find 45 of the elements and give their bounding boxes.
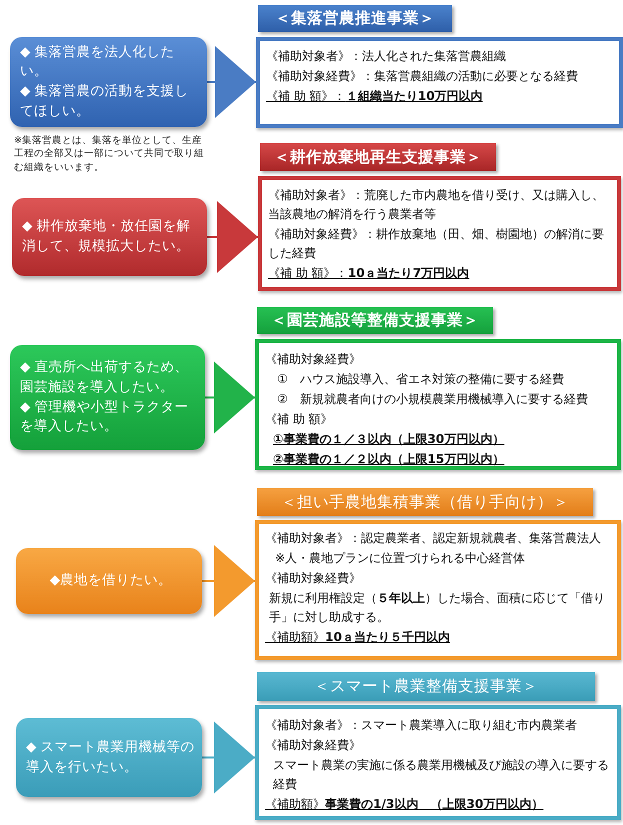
request-text: ◆ 集落営農を法人化したい。	[20, 42, 176, 82]
chevron-arrow	[202, 545, 255, 617]
footnote-text: ※集落営農とは、集落を単位として、生産工程の全部又は一部について共同で取り組む組織をいいます。	[14, 134, 204, 174]
program-detail-box	[256, 37, 623, 128]
program-title-banner: ＜耕作放棄地再生支援事業＞	[260, 143, 496, 171]
detail-text: ※人・農地プランに位置づけられる中心経営体	[274, 550, 526, 567]
program-title-banner: ＜集落営農推進事業＞	[258, 5, 452, 32]
detail-text: 《補助対象経費》：集落営農組織の活動に必要となる経費	[266, 68, 579, 85]
request-box	[16, 548, 202, 614]
request-text: ◆ 集落営農の活動を支援してほしい。	[20, 82, 190, 121]
detail-text: 《補助対象者》：荒廃した市内農地を借り受け、又は購入し、当該農地の解消を行う農業者等	[268, 187, 605, 223]
request-text: ◆ 管理機や小型トラクターを導入したい。	[20, 398, 190, 436]
request-box	[12, 198, 207, 276]
request-box	[10, 37, 207, 127]
program-title-banner: ＜担い手農地集積事業（借り手向け）＞	[257, 488, 593, 516]
program-detail-box	[255, 339, 621, 470]
detail-text: 《補助対象者》：認定農業者、認定新規就農者、集落営農法人	[265, 530, 602, 547]
request-box	[10, 345, 205, 450]
detail-text: スマート農業の実施に係る農業用機械及び施設の導入に要する経費	[272, 756, 610, 793]
detail-text: 《補助対象者》：スマート農業導入に取り組む市内農業者	[265, 717, 578, 734]
program-detail-box	[258, 176, 621, 291]
chevron-arrow	[205, 362, 255, 434]
detail-text: ② 新規就農者向けの小規模農業用機械導入に要する経費	[276, 390, 589, 408]
detail-text: 《補助対象経費》：耕作放棄地（田、畑、樹園地）の解消に要した経費	[268, 226, 605, 262]
chevron-arrow	[202, 722, 255, 794]
detail-text: ① ハウス施設導入、省エネ対策の整備に要する経費	[276, 370, 565, 388]
detail-text: 《補 助 額》	[265, 410, 334, 428]
detail-text: 《補助対象経費》	[265, 736, 362, 754]
program-title-banner: ＜スマート農業整備支援事業＞	[257, 672, 595, 701]
detail-text: 《補助対象経費》	[265, 351, 362, 368]
detail-text: 《補助対象経費》	[265, 570, 362, 587]
detail-text: 《補助対象者》：法人化された集落営農組織	[266, 48, 507, 65]
detail-text: ①事業費の１／３以内（上限30万円以内）	[272, 430, 506, 448]
program-detail-box	[255, 520, 621, 660]
request-text: ◆ 直売所へ出荷するため、園芸施設を導入したい。	[20, 358, 190, 397]
chevron-arrow	[207, 201, 258, 273]
request-text: ◆ スマート農業用機械等の導入を行いたい。	[26, 738, 196, 776]
program-detail-box	[255, 705, 621, 820]
request-text: ◆農地を借りたい。	[50, 571, 172, 590]
detail-text: ②事業費の１／２以内（上限15万円以内）	[272, 450, 506, 468]
program-title-banner: ＜園芸施設等整備支援事業＞	[257, 307, 493, 334]
detail-text: 新規に利用権設定（５年以上）した場合、面積に応じて「借り手」に対し助成する。	[268, 590, 606, 626]
request-box	[16, 718, 202, 797]
request-text: ◆ 耕作放棄地・放任園を解消して、規模拡大したい。	[22, 217, 192, 256]
chevron-arrow	[207, 46, 256, 118]
